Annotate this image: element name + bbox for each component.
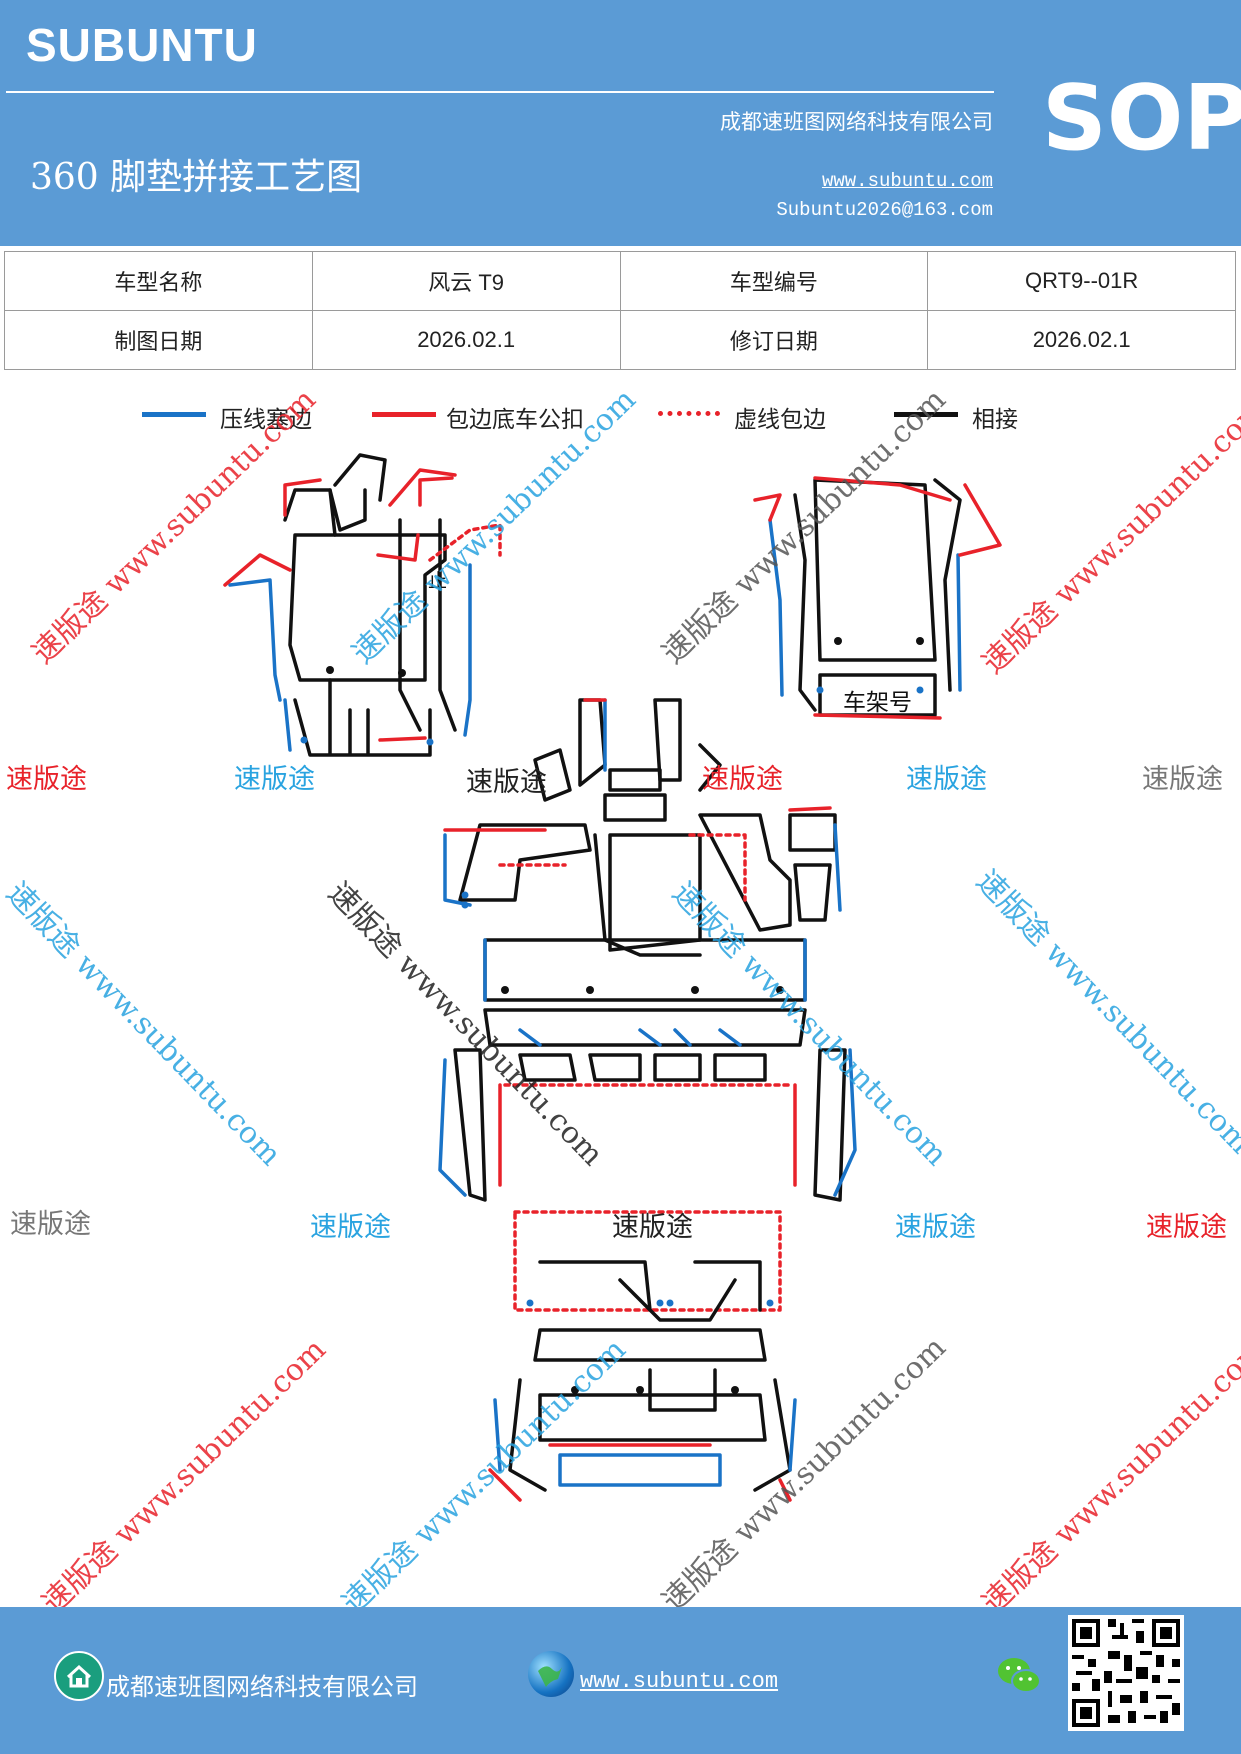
legend-label: 虚线包边 [734, 407, 826, 433]
header-banner: SUBUNTU 成都速班图网络科技有限公司 360 脚垫拼接工艺图 www.su… [0, 0, 1241, 246]
draw-date-value: 2026.02.1 [311, 310, 621, 370]
wechat-icon[interactable] [996, 1655, 1042, 1697]
revise-date-value: 2026.02.1 [927, 310, 1236, 370]
watermark-text: 速版途 [10, 1209, 91, 1240]
page-title: 360 脚垫拼接工艺图 [30, 157, 363, 198]
table-row: 制图日期 2026.02.1 修订日期 2026.02.1 [4, 310, 1236, 370]
globe-icon [528, 1651, 574, 1697]
front-left-mat [223, 453, 502, 757]
watermark-text: 速版途 [466, 767, 547, 798]
company-name: 成都速班图网络科技有限公司 [720, 110, 993, 134]
watermark-text: 速版途 [1142, 764, 1223, 795]
stop-mark-label: 止 [428, 570, 447, 592]
main-floor-mat [438, 938, 857, 1202]
watermark-text: 速版途 [234, 764, 315, 795]
sop-badge: SOP [1042, 66, 1241, 171]
legend-label: 包边底车公扣 [446, 407, 584, 433]
watermark-text: 速版途 [6, 764, 87, 795]
footer-website-link[interactable]: www.subuntu.com [580, 1669, 779, 1694]
brand-logo: SUBUNTU [26, 19, 258, 71]
second-row-mat [443, 698, 842, 957]
email-address: Subuntu2026@163.com [776, 199, 993, 221]
footer-banner: 成都速班图网络科技有限公司 www.subuntu.com [0, 1607, 1241, 1754]
legend-label: 压线塞边 [220, 407, 312, 433]
watermark-text: 速版途 [702, 764, 783, 795]
footer-company-name: 成都速班图网络科技有限公司 [106, 1673, 418, 1701]
qr-code [1068, 1615, 1184, 1731]
watermark-text: 速版途 [895, 1212, 976, 1243]
watermark-text: 速版途 [310, 1212, 391, 1243]
info-table: 车型名称 风云 T9 车型编号 QRT9--01R 制图日期 2026.02.1… [4, 251, 1236, 370]
third-row-mat [488, 1210, 797, 1502]
legend-swatch-blue [142, 412, 206, 417]
legend-swatch-dotted [658, 411, 720, 416]
website-link[interactable]: www.subuntu.com [821, 170, 993, 192]
table-row: 车型名称 风云 T9 车型编号 QRT9--01R [4, 251, 1236, 311]
revise-date-label: 修订日期 [619, 310, 929, 370]
model-code-value: QRT9--01R [927, 251, 1236, 311]
model-name-value: 风云 T9 [311, 251, 621, 311]
watermark-text: 速版途 [612, 1212, 693, 1243]
home-icon [54, 1651, 104, 1701]
header-divider [6, 91, 994, 93]
legend: 压线塞边 包边底车公扣 虚线包边 相接 [0, 400, 1241, 440]
draw-date-label: 制图日期 [4, 310, 313, 370]
legend-label: 相接 [972, 407, 1018, 433]
frame-number-label: 车架号 [843, 690, 912, 716]
legend-swatch-black [894, 412, 958, 417]
legend-swatch-red [372, 412, 436, 417]
front-right-mat [753, 476, 1002, 720]
model-code-label: 车型编号 [619, 251, 929, 311]
watermark-text: 速版途 [906, 764, 987, 795]
watermark-text: 速版途 [1146, 1212, 1227, 1243]
model-name-label: 车型名称 [4, 251, 313, 311]
